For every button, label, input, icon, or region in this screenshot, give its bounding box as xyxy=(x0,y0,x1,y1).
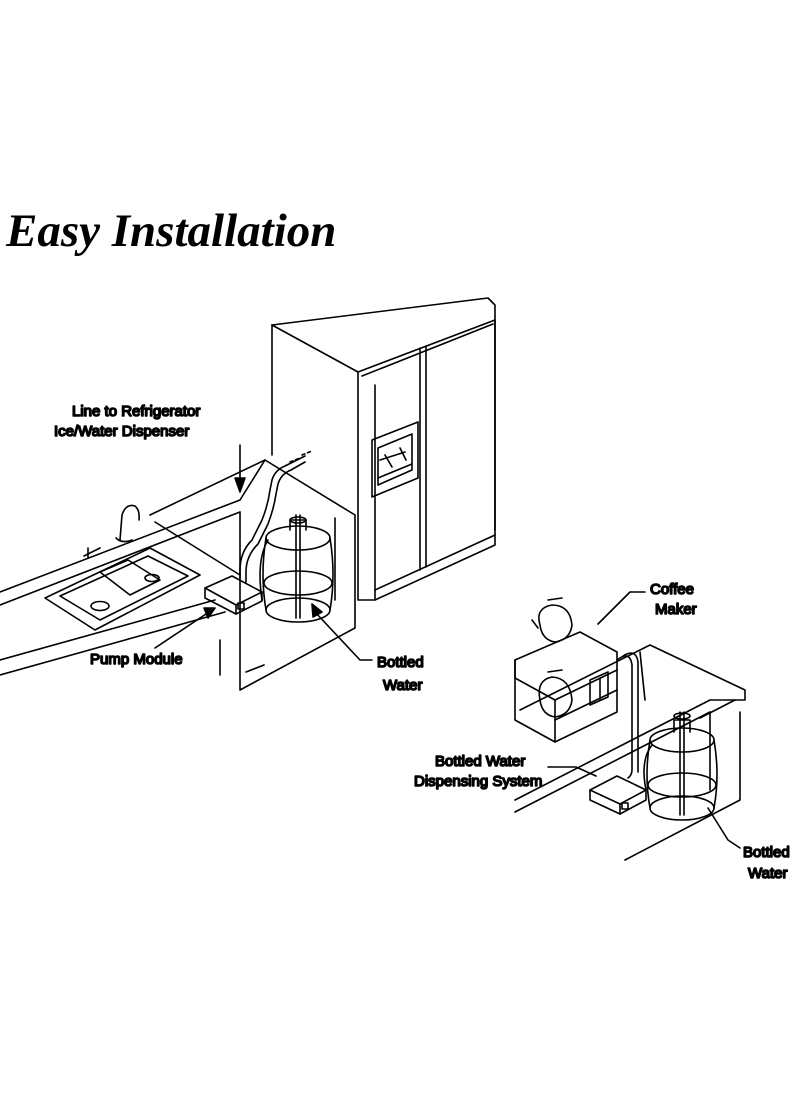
water-line-to-coffee-maker xyxy=(616,652,639,779)
label-coffee-maker-2: Maker xyxy=(655,601,697,618)
label-bottled-water-right-2: Water xyxy=(748,865,787,882)
water-line-to-refrigerator xyxy=(239,450,313,583)
page-title: Easy Installation xyxy=(6,205,337,257)
sink xyxy=(44,504,201,631)
label-bottled-water-left-2: Water xyxy=(383,677,422,694)
label-pump-module: Pump Module xyxy=(90,651,183,668)
refrigerator xyxy=(271,297,496,601)
pump-module-right xyxy=(589,775,647,815)
bottled-water-left xyxy=(259,514,334,623)
label-bottled-water-left-1: Bottled xyxy=(377,654,424,671)
kitchen-counter xyxy=(0,459,356,691)
label-line-to-refrigerator: Line to Refrigerator xyxy=(72,403,200,420)
label-coffee-maker-1: Coffee xyxy=(650,581,694,598)
label-bottled-water-right-1: Bottled xyxy=(743,844,790,861)
bottled-water-right xyxy=(643,711,718,821)
label-dispensing-system-1: Bottled Water xyxy=(435,753,525,770)
coffee-maker xyxy=(514,597,618,743)
leader-lines xyxy=(154,444,741,849)
label-ice-water-dispenser: Ice/Water Dispenser xyxy=(54,423,189,440)
label-dispensing-system-2: Dispensing System xyxy=(414,773,542,790)
